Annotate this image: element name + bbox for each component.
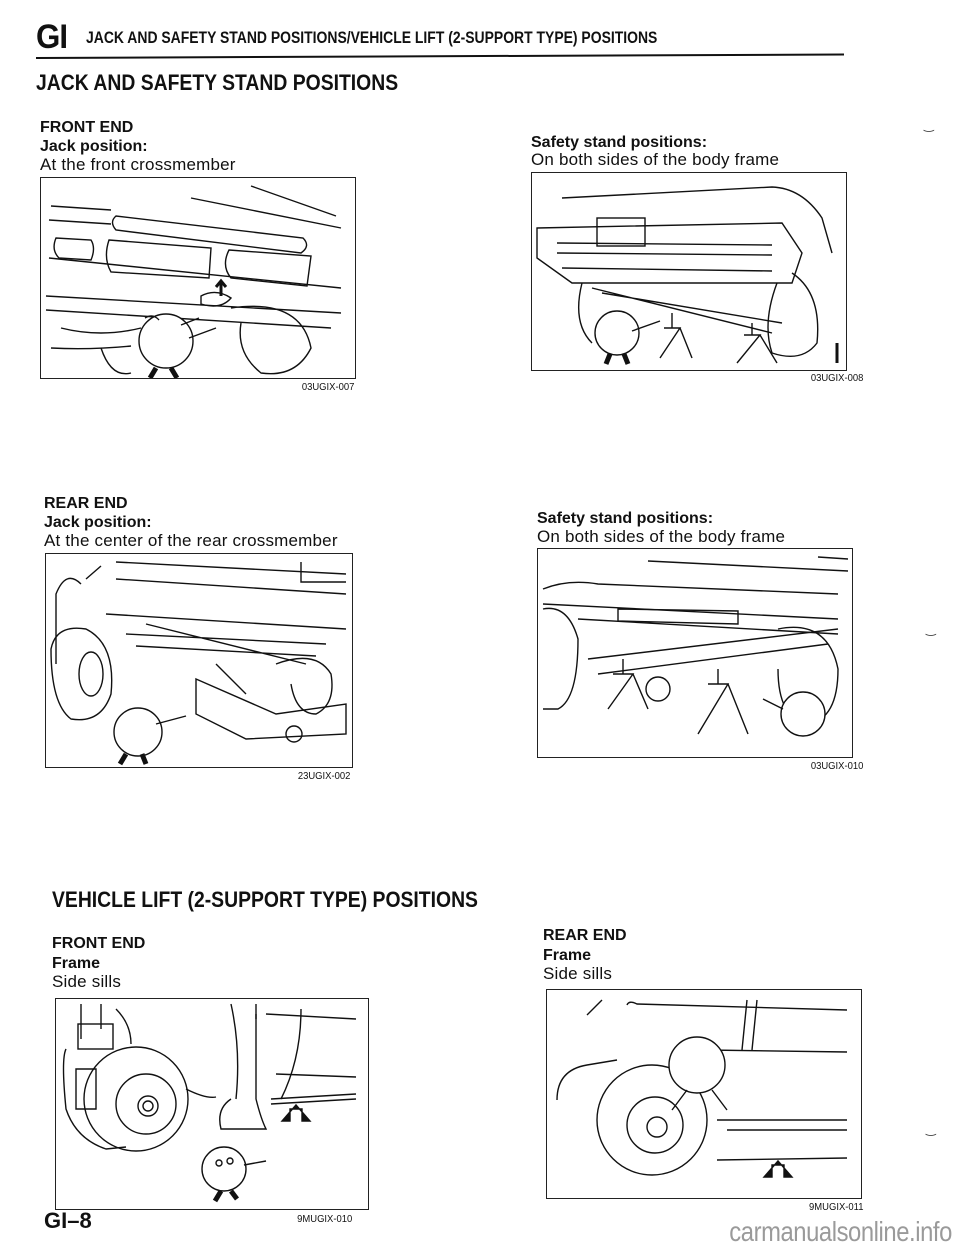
- safety-stand-icon: [659, 313, 693, 359]
- section-code: GI: [36, 18, 68, 56]
- figure-code-rear-jack: 23UGIX-002: [297, 770, 350, 782]
- figure-lift-front: [55, 998, 369, 1210]
- rear-stand-text: On both sides of the body frame: [537, 527, 786, 546]
- page-header-title: JACK AND SAFETY STAND POSITIONS/VEHICLE …: [86, 28, 658, 47]
- mascot-character-icon: [201, 1146, 247, 1192]
- mascot-character-icon: [113, 707, 163, 757]
- safety-stand-icon: [736, 323, 778, 364]
- margin-mark: ‿: [926, 622, 936, 636]
- front-stand-label: Safety stand positions:: [531, 134, 708, 151]
- up-arrow-icon: [762, 1159, 794, 1178]
- mascot-character-icon: [594, 310, 640, 356]
- floor-jack-icon: [195, 663, 347, 740]
- figure-code-rear-stand: 03UGIX-010: [810, 760, 863, 772]
- front-stand-text: On both sides of the body frame: [531, 150, 780, 169]
- rear-stand-label: Safety stand positions:: [537, 510, 714, 527]
- mascot-character-icon: [780, 691, 826, 737]
- lift-rear-text: Side sills: [543, 964, 613, 983]
- rear-end-heading: REAR END: [44, 495, 128, 512]
- lift-front-text: Side sills: [52, 972, 122, 991]
- front-end-heading: FRONT END: [40, 119, 134, 136]
- figure-front-stand: [531, 172, 847, 371]
- figure-lift-rear: [546, 989, 862, 1199]
- lift-section-title: VEHICLE LIFT (2-SUPPORT TYPE) POSITIONS: [52, 887, 478, 912]
- jack-section-title: JACK AND SAFETY STAND POSITIONS: [36, 70, 399, 95]
- up-arrow-icon: [280, 1103, 312, 1122]
- mascot-character-icon: [138, 313, 194, 369]
- figure-front-jack: [40, 177, 356, 379]
- lift-rear-label: Frame: [543, 947, 592, 964]
- lift-rear-heading: REAR END: [543, 927, 627, 944]
- figure-rear-stand: [537, 548, 853, 758]
- rear-jack-text: At the center of the rear crossmember: [44, 531, 338, 550]
- front-jack-label: Jack position:: [40, 138, 148, 155]
- up-arrow-icon: [214, 278, 228, 296]
- page-number: GI–8: [44, 1208, 92, 1233]
- safety-stand-icon: [607, 659, 649, 710]
- figure-code-front-stand: 03UGIX-008: [810, 372, 863, 384]
- watermark: carmanualsonline.info: [729, 1216, 952, 1247]
- figure-rear-jack: [45, 553, 353, 768]
- figure-code-lift-front: 9MUGIX-010: [296, 1213, 352, 1225]
- mascot-character-icon: [668, 1036, 726, 1094]
- figure-code-lift-rear: 9MUGIX-011: [808, 1201, 863, 1213]
- front-jack-text: At the front crossmember: [40, 155, 236, 174]
- rear-jack-label: Jack position:: [44, 514, 152, 531]
- lift-front-label: Frame: [52, 955, 101, 972]
- figure-code-front-jack: 03UGIX-007: [301, 381, 354, 393]
- safety-stand-icon: [697, 669, 749, 735]
- header-rule: [35, 53, 844, 59]
- margin-mark: ‿: [924, 118, 934, 132]
- margin-mark: ‿: [926, 1122, 936, 1136]
- lift-front-heading: FRONT END: [52, 935, 146, 952]
